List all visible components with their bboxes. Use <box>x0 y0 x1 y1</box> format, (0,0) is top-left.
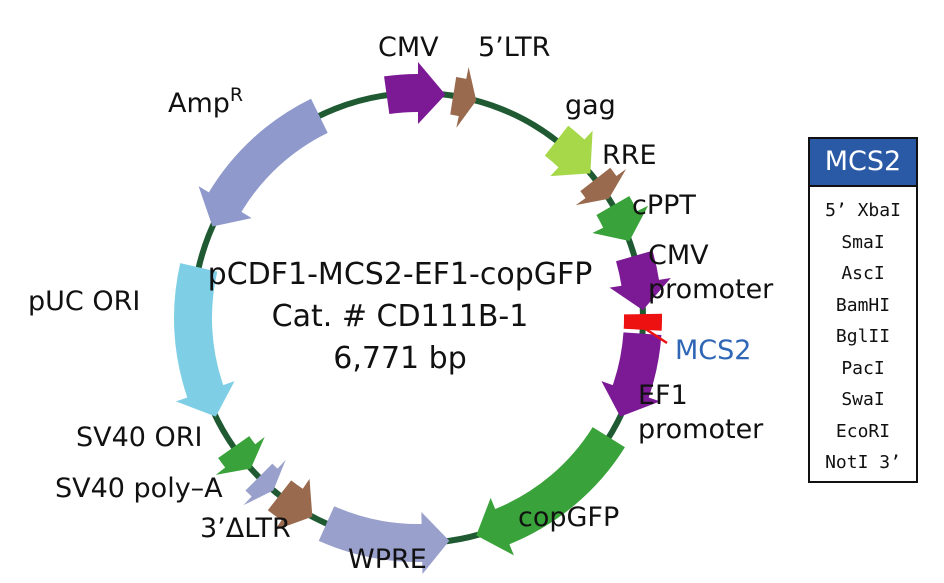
mcs2-site: PacI <box>841 357 885 379</box>
mcs2-site: NotI 3’ <box>825 452 901 473</box>
feature-ltr5 <box>450 67 477 128</box>
plasmid-name: pCDF1-MCS2-EF1-copGFP <box>208 257 593 292</box>
feature-arrows <box>174 62 671 574</box>
label-mcs2: MCS2 <box>675 335 751 366</box>
label-ampr: AmpR <box>168 84 243 119</box>
label-rre: RRE <box>602 140 657 171</box>
mcs2-panel-title: MCS2 <box>810 139 916 187</box>
label-cmv-promoter-1: CMV <box>648 240 709 271</box>
label-ef1-2: promoter <box>638 414 764 445</box>
mcs2-site: SmaI <box>841 231 885 253</box>
label-ampr-main: Amp <box>168 88 230 119</box>
mcs2-site: BglII <box>835 326 891 347</box>
feature-sv40pa <box>243 459 286 506</box>
label-ef1-1: EF1 <box>638 380 688 411</box>
mcs2-site: SwaI <box>841 389 885 410</box>
label-cppt: cPPT <box>632 190 696 221</box>
label-gag: gag <box>565 90 616 121</box>
mcs2-site: 5’ XbaI <box>825 200 901 221</box>
mcs2-site: EcoRI <box>835 420 891 442</box>
plasmid-size: 6,771 bp <box>333 341 467 376</box>
label-puc-ori: pUC ORI <box>28 286 140 317</box>
feature-rre <box>575 167 627 206</box>
feature-wpre <box>318 506 450 574</box>
mcs2-site: BamHI <box>835 294 891 316</box>
feature-mcs2 <box>623 313 662 331</box>
plasmid-catalog: Cat. # CD111B-1 <box>272 299 529 334</box>
feature-amp <box>198 98 328 227</box>
label-cmv: CMV <box>378 32 439 63</box>
label-cmv-promoter-2: promoter <box>648 274 774 305</box>
feature-ltr3 <box>267 478 313 531</box>
mcs2-site: AscI <box>841 263 885 284</box>
mcs2-site-list: 5’ XbaI SmaI AscI BamHI BglII PacI SwaI EcoRI No… <box>810 187 916 479</box>
label-sv40-ori: SV40 ORI <box>76 422 203 453</box>
label-copgfp: copGFP <box>518 502 619 533</box>
label-sv40-polya: SV40 poly–A <box>55 473 223 504</box>
feature-gag <box>544 125 593 177</box>
label-wpre: WPRE <box>348 544 427 575</box>
label-ampr-super: R <box>230 84 243 106</box>
label-3ltr: 3’ΔLTR <box>200 513 291 544</box>
label-5ltr: 5’LTR <box>478 32 550 63</box>
feature-puc <box>174 263 235 417</box>
feature-cmv-prom <box>609 250 671 311</box>
feature-sv40ori <box>215 436 265 475</box>
feature-cmv-top <box>384 62 446 124</box>
feature-ef1 <box>601 332 662 417</box>
mcs2-pointer-line <box>631 318 668 345</box>
mcs2-sites-panel: MCS2 5’ XbaI SmaI AscI BamHI BglII PacI SwaI Ec… <box>808 137 918 483</box>
feature-copgfp <box>476 427 625 556</box>
feature-cppt <box>592 196 649 242</box>
